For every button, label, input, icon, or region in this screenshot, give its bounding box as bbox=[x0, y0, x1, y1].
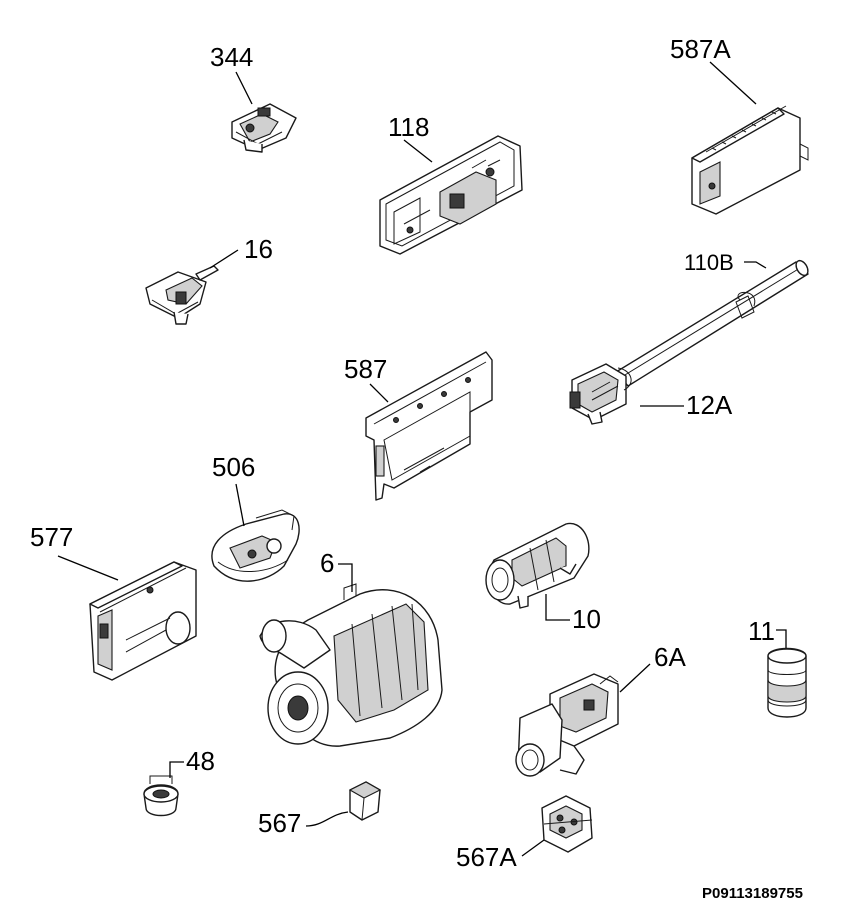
diagram-reference-code: P09113189755 bbox=[702, 885, 803, 902]
part-label-16: 16 bbox=[244, 234, 273, 264]
leader-line-6A bbox=[619, 663, 651, 693]
part-16-switch[interactable] bbox=[145, 265, 219, 325]
part-506-component[interactable] bbox=[211, 509, 300, 582]
part-label-48: 48 bbox=[186, 746, 215, 776]
part-label-118: 118 bbox=[388, 112, 429, 142]
part-587A-electronic-module[interactable] bbox=[691, 105, 809, 215]
part-118-control-module[interactable] bbox=[379, 135, 523, 255]
part-577-electronic-box[interactable] bbox=[89, 561, 197, 681]
leader-line-6 bbox=[338, 563, 353, 592]
part-10-component[interactable] bbox=[485, 522, 590, 609]
part-344-door-lock[interactable] bbox=[231, 103, 297, 153]
part-48-fitting[interactable] bbox=[143, 775, 179, 817]
part-label-344: 344 bbox=[210, 42, 253, 72]
leader-line-577 bbox=[57, 555, 119, 581]
part-label-110B: 110B bbox=[684, 250, 734, 275]
leader-line-16 bbox=[209, 249, 239, 269]
part-label-506: 506 bbox=[212, 452, 255, 482]
part-110B-hose[interactable] bbox=[615, 259, 810, 387]
leader-line-567 bbox=[305, 811, 349, 827]
leader-line-587 bbox=[369, 383, 389, 403]
part-label-587: 587 bbox=[344, 354, 387, 384]
part-label-587A: 587A bbox=[670, 34, 731, 64]
leader-line-118 bbox=[403, 139, 433, 163]
part-12A-connector[interactable] bbox=[569, 363, 632, 425]
leader-line-48 bbox=[169, 761, 184, 778]
leader-line-110B bbox=[744, 261, 767, 269]
part-label-12A: 12A bbox=[686, 390, 733, 420]
part-label-577: 577 bbox=[30, 522, 73, 552]
part-label-567A: 567A bbox=[456, 842, 517, 872]
leader-line-344 bbox=[235, 71, 253, 105]
part-label-6A: 6A bbox=[654, 642, 686, 672]
part-6-circulation-pump[interactable] bbox=[259, 583, 443, 747]
part-11-cylinder[interactable] bbox=[767, 647, 807, 718]
part-567A-gasket[interactable] bbox=[541, 795, 593, 853]
leader-line-567A bbox=[521, 839, 545, 857]
leader-line-506 bbox=[235, 483, 245, 527]
part-6A-drain-pump[interactable] bbox=[515, 673, 619, 777]
part-label-10: 10 bbox=[572, 604, 601, 634]
part-label-11: 11 bbox=[748, 616, 775, 646]
part-567-cap[interactable] bbox=[348, 781, 382, 821]
leader-line-10 bbox=[545, 594, 570, 621]
part-587-bracket[interactable] bbox=[365, 351, 493, 501]
part-label-567: 567 bbox=[258, 808, 301, 838]
leader-line-11 bbox=[776, 629, 787, 648]
leader-line-587A bbox=[709, 61, 757, 105]
part-label-6: 6 bbox=[320, 548, 334, 578]
